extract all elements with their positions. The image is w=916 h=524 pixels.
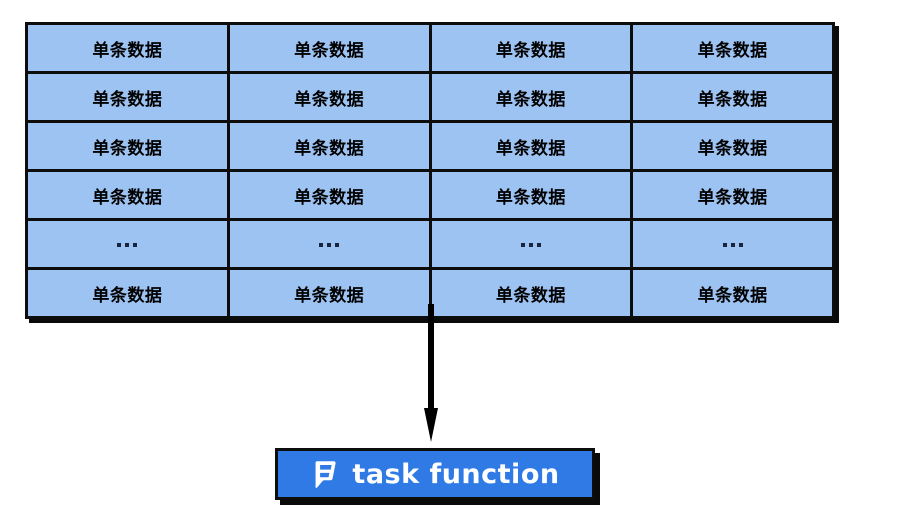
table-cell-ellipsis bbox=[25, 218, 230, 270]
table-row: 单条数据 单条数据 单条数据 单条数据 bbox=[25, 120, 835, 172]
table-cell: 单条数据 bbox=[25, 120, 230, 172]
table-cell: 单条数据 bbox=[428, 120, 634, 172]
table-cell: 单条数据 bbox=[226, 71, 432, 123]
table-body: 单条数据 单条数据 单条数据 单条数据 单条数据 单条数据 单条数据 单条数据 … bbox=[25, 22, 835, 319]
table-cell: 单条数据 bbox=[428, 71, 634, 123]
data-records-table: 单条数据 单条数据 单条数据 单条数据 单条数据 单条数据 单条数据 单条数据 … bbox=[25, 22, 835, 319]
table-cell: 单条数据 bbox=[25, 267, 230, 319]
table-cell-ellipsis bbox=[226, 218, 432, 270]
table-cell: 单条数据 bbox=[428, 22, 634, 74]
table-cell: 单条数据 bbox=[630, 71, 835, 123]
table-row-ellipsis bbox=[25, 218, 835, 270]
ellipsis-icon bbox=[519, 237, 543, 252]
table-cell: 单条数据 bbox=[226, 22, 432, 74]
table-cell: 单条数据 bbox=[428, 169, 634, 221]
task-function-button[interactable]: task function bbox=[275, 448, 595, 500]
task-function-label: task function bbox=[352, 458, 560, 490]
table-row: 单条数据 单条数据 单条数据 单条数据 bbox=[25, 267, 835, 319]
ellipsis-icon bbox=[115, 237, 139, 252]
table-cell-ellipsis bbox=[630, 218, 835, 270]
table-row: 单条数据 单条数据 单条数据 单条数据 bbox=[25, 71, 835, 123]
table-cell: 单条数据 bbox=[630, 22, 835, 74]
table-cell: 单条数据 bbox=[630, 267, 835, 319]
table-row: 单条数据 单条数据 单条数据 单条数据 bbox=[25, 169, 835, 221]
table-cell: 单条数据 bbox=[25, 22, 230, 74]
table-cell-ellipsis bbox=[428, 218, 634, 270]
table-cell: 单条数据 bbox=[630, 120, 835, 172]
table-cell: 单条数据 bbox=[226, 169, 432, 221]
table-cell: 单条数据 bbox=[25, 71, 230, 123]
table-row: 单条数据 单条数据 单条数据 单条数据 bbox=[25, 22, 835, 74]
table-cell: 单条数据 bbox=[226, 120, 432, 172]
table-cell: 单条数据 bbox=[25, 169, 230, 221]
ellipsis-icon bbox=[721, 237, 745, 252]
ellipsis-icon bbox=[317, 237, 341, 252]
table-cell: 单条数据 bbox=[226, 267, 432, 319]
foursquare-flag-icon bbox=[310, 459, 340, 489]
down-arrow-icon bbox=[424, 304, 438, 442]
table-cell: 单条数据 bbox=[630, 169, 835, 221]
table-cell: 单条数据 bbox=[428, 267, 634, 319]
